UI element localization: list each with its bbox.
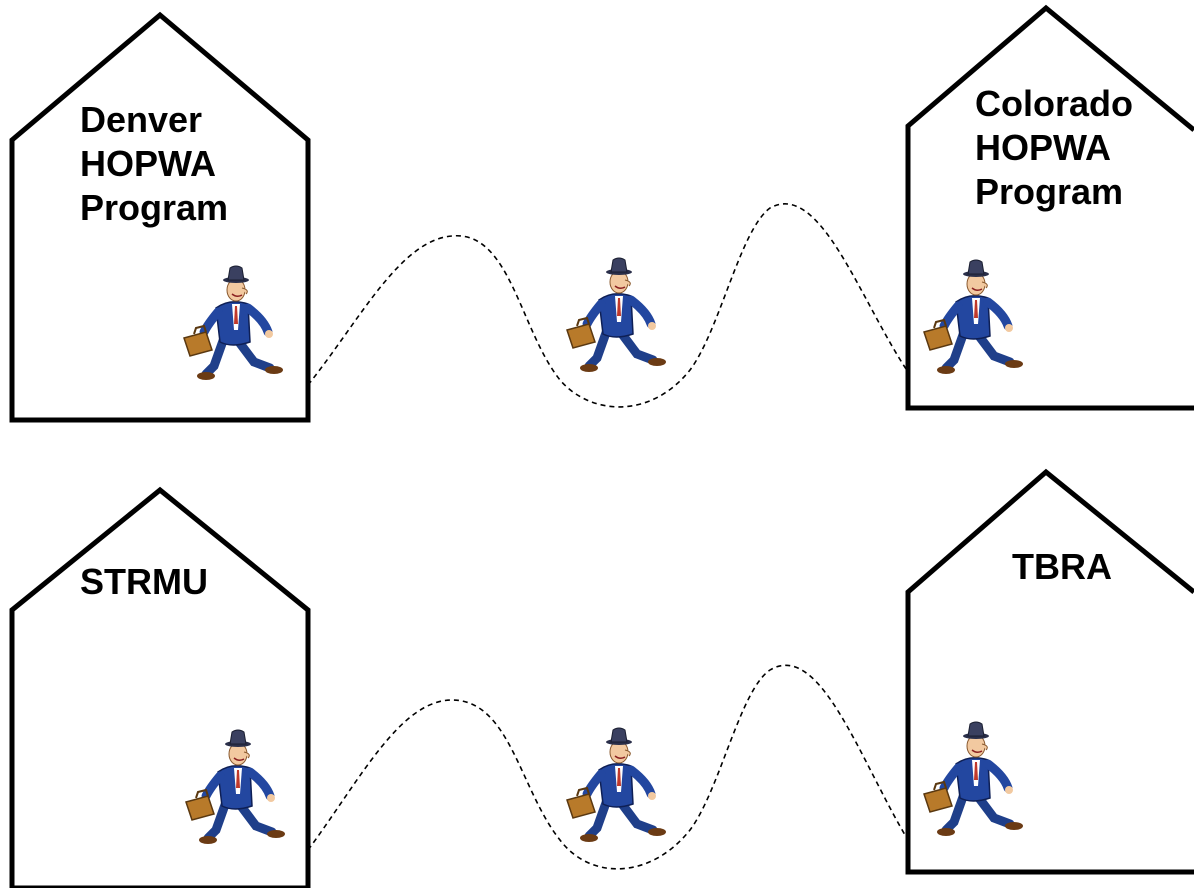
colorado-hopwa-program-label: Colorado HOPWA Program — [975, 82, 1133, 214]
tbra-house-outline — [908, 472, 1194, 872]
strmu-label: STRMU — [80, 560, 208, 604]
colorado-label-line3: Program — [975, 170, 1133, 214]
businessman-with-briefcase-icon — [924, 722, 1023, 836]
businessman-with-briefcase-icon — [186, 730, 285, 844]
denver-label-line2: HOPWA — [80, 142, 228, 186]
colorado-label-line1: Colorado — [975, 82, 1133, 126]
denver-label-line1: Denver — [80, 98, 228, 142]
tbra-label: TBRA — [1012, 545, 1112, 589]
businessman-with-briefcase-icon — [924, 260, 1023, 374]
businessman-with-briefcase-icon — [567, 728, 666, 842]
businessman-with-briefcase-icon — [184, 266, 283, 380]
colorado-label-line2: HOPWA — [975, 126, 1133, 170]
denver-hopwa-program-label: Denver HOPWA Program — [80, 98, 228, 230]
denver-label-line3: Program — [80, 186, 228, 230]
businessman-with-briefcase-icon — [567, 258, 666, 372]
